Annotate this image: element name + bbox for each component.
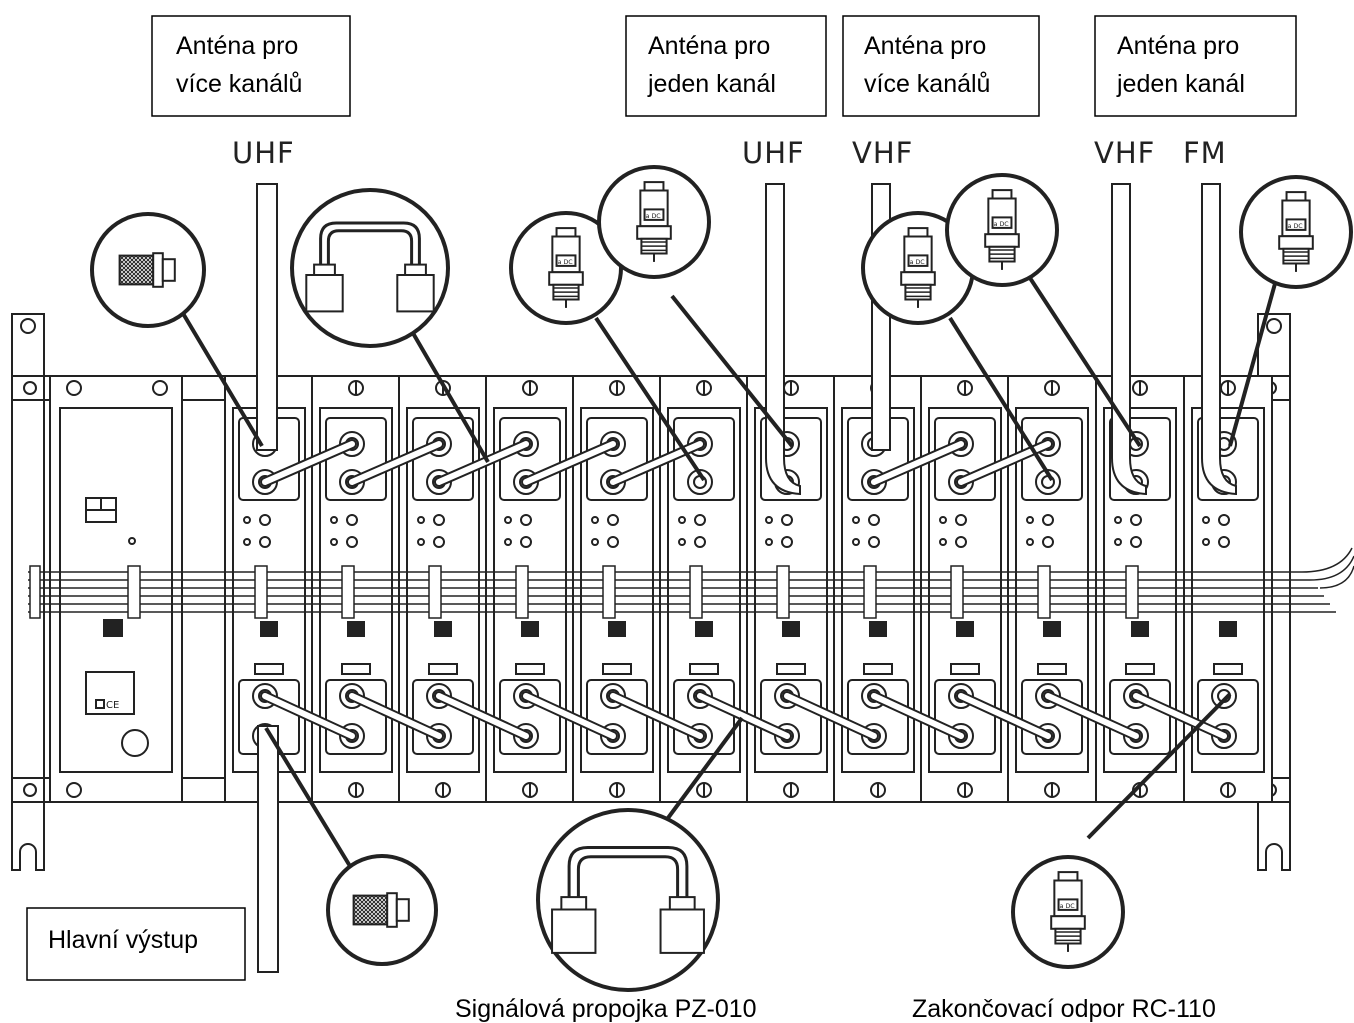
dc-label: a DC [558,259,574,266]
callout-jumper-top [290,188,450,348]
cable-tie [1037,565,1051,619]
label-antenna-multi-1: Anténa pro více kanálů [151,15,351,117]
svg-text:Hlavní výstup: Hlavní výstup [48,926,198,954]
label-antenna-multi-2: Anténa pro více kanálů [842,15,1040,117]
cable-tie [602,565,616,619]
callout-terminator-4: a DC [945,173,1059,287]
label-main-output: Hlavní výstup [26,907,246,981]
label-terminator: Zakončovací odpor RC-110 [912,995,1216,1023]
cable-bundle [28,547,1354,619]
cable-ties [127,565,1139,619]
cable-tie [689,565,703,619]
svg-text:více kanálů: více kanálů [864,70,990,98]
label-antenna-single-1: Anténa pro jeden kanál [625,15,827,117]
dc-label: a DC [646,213,662,220]
svg-text:Anténa pro: Anténa pro [176,32,298,60]
callout-terminator-5: a DC [1239,175,1353,289]
callout-terminator-2: a DC [597,165,711,279]
callout-details: a DC a DC a DC a DC a DC a DC [90,165,1353,992]
band-label-uhf-2: UHF [742,136,805,170]
label-signal-jumper: Signálová propojka PZ-010 [455,995,757,1023]
amplifier-module [1183,375,1273,803]
cable-tie [428,565,442,619]
cable-tie [254,565,268,619]
svg-text:jeden kanál: jeden kanál [1116,70,1245,98]
dc-label: a DC [910,259,926,266]
ce-mark: CE [106,700,119,711]
power-supply-module [49,375,183,803]
callout-f-connector-bottom [326,854,438,966]
callout-f-connector-top [90,212,206,328]
cable-tie [1125,565,1139,619]
cable-tie [127,565,141,619]
svg-text:Anténa pro: Anténa pro [1117,32,1239,60]
antenna-cable-fm [1201,183,1237,496]
band-label-vhf-2: VHF [1094,136,1155,170]
main-output-cable [257,725,279,973]
callout-terminator-bottom: a DC [1011,855,1125,969]
svg-text:jeden kanál: jeden kanál [647,70,776,98]
dc-label: a DC [1288,223,1304,230]
svg-text:více kanálů: více kanálů [176,70,302,98]
cable-tie [515,565,529,619]
cable-tie [863,565,877,619]
dc-label: a DC [1060,903,1076,910]
band-label-fm: FM [1183,136,1227,170]
antenna-cable-uhf-single [765,183,801,496]
callout-terminator-3: a DC [861,211,975,325]
svg-text:Anténa pro: Anténa pro [648,32,770,60]
label-antenna-single-2: Anténa pro jeden kanál [1094,15,1297,117]
callout-jumper-bottom [536,808,720,992]
antenna-cable-uhf-multi [256,183,278,451]
dc-label: a DC [994,221,1010,228]
band-label-vhf-1: VHF [852,136,913,170]
band-label-uhf-1: UHF [232,136,295,170]
svg-text:Anténa pro: Anténa pro [864,32,986,60]
cable-tie [776,565,790,619]
cable-tie [950,565,964,619]
callout-leaders [173,276,1278,878]
cable-tie [341,565,355,619]
